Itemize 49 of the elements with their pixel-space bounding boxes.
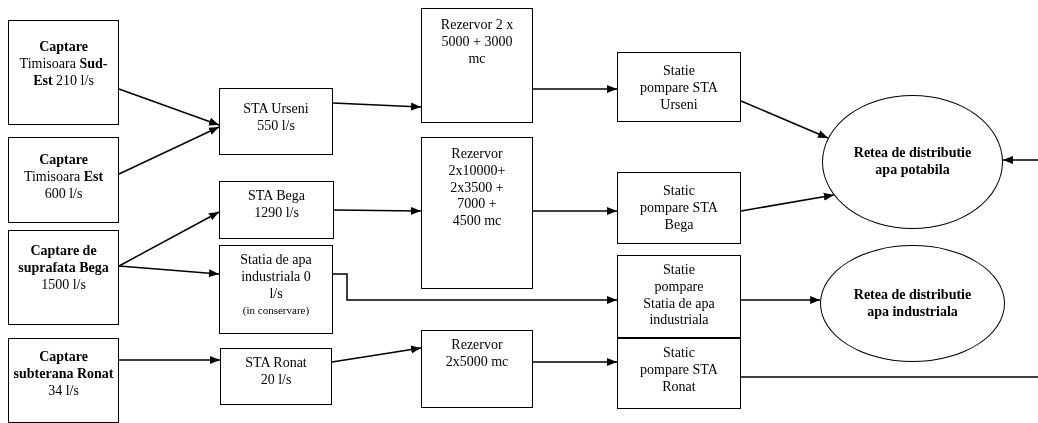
arrow [740,100,829,139]
reservoir-box [421,8,533,123]
node-label: Captare Timisoara Sud-Est 210 l/s [18,39,109,90]
node-label: Rezervor 2x5000 mc [444,337,510,371]
node-label: Statia de apa industriala 0 l/s [239,252,313,303]
source-box [8,338,119,423]
pumping-station-box [617,172,741,244]
treatment-station-box [219,88,333,155]
node-label: Statie pompare Statia de apa industriala [642,262,716,330]
arrow [1002,156,1038,164]
source-box [8,230,119,325]
node-label: Captare subterana Ronat 34 l/s [13,349,114,400]
node-label: Captare de suprafata Bega 1500 l/s [17,243,110,294]
node-label: Captare Timisoara Est 600 l/s [22,152,105,203]
node-label: Static pompare STA Ronat [639,345,719,396]
source-box [8,137,119,223]
arrow [532,85,618,93]
treatment-station-box [219,245,333,334]
node-label: Statie pompare STA Urseni [639,63,719,114]
pumping-station-box [617,52,741,122]
node-label: Rezervor 2x10000+ 2x3500 + 7000 + 4500 mc [447,146,507,230]
arrow [532,207,618,215]
treatment-station-box [220,348,332,405]
status-note: (in conservare) [242,304,310,318]
arrow [332,102,422,111]
arrow [740,192,835,212]
arrow [118,356,221,364]
reservoir-box [421,330,533,408]
arrow [532,358,618,366]
reservoir-box [421,137,533,289]
source-box [8,20,119,125]
node-label: STA Bega 1290 l/s [247,188,306,222]
pumping-station-box [617,255,741,338]
arrow [118,126,220,175]
node-label: STA Urseni 550 l/s [242,101,310,135]
arrow [331,345,422,363]
node-label: STA Ronat 20 l/s [244,355,308,389]
arrow [118,88,220,126]
arrow [332,273,618,304]
node-label: Rezervor 2 x 5000 + 3000 mc [439,17,515,68]
arrow [118,211,220,267]
node-label: Retea de distributie apa industriala [852,286,973,321]
arrow [740,296,821,304]
treatment-station-box [219,181,334,239]
node-label: Retea de distributie apa potabila [852,145,973,179]
arrow [118,265,220,278]
node-label: Static pompare STA Bega [639,183,719,234]
pumping-station-box [617,338,741,409]
arrow [333,206,422,215]
